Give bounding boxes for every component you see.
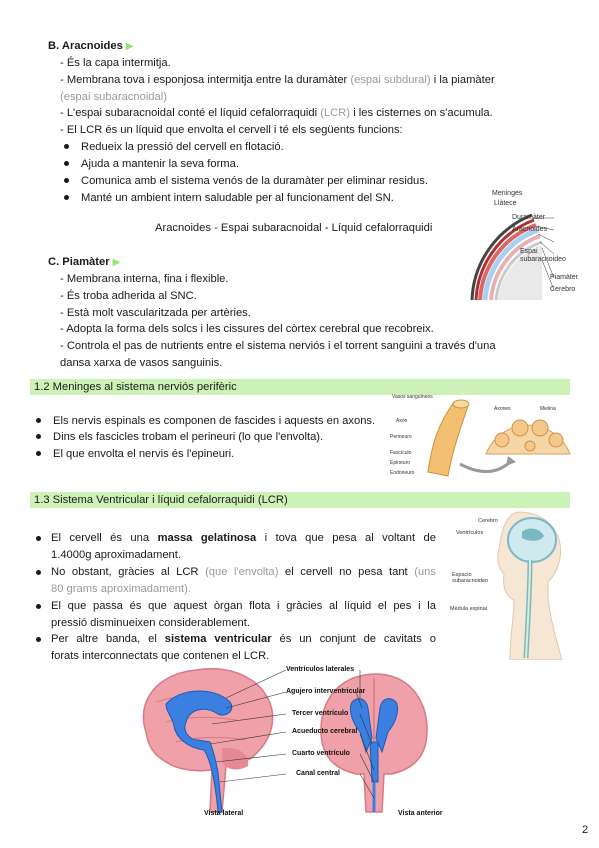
figure-label: Ventrículos <box>456 530 484 536</box>
figure-caption: Aracnoides - Espai subaracnoidal - Líqui… <box>155 222 433 234</box>
list-item: Redueix la pressió del cervell en flotac… <box>64 139 284 155</box>
list-item: Per altre banda, el sistema ventricular … <box>36 631 436 665</box>
list-item: El que envolta el nervis és l'epineuri. <box>36 446 234 462</box>
text-line: - Controla el pas de nutrients entre el … <box>60 340 496 352</box>
body-figure: Cerebro Ventrículos Espacio subaracnoide… <box>448 508 572 661</box>
triangle-icon: ▶ <box>125 41 134 52</box>
figure-label: Endoneuro <box>390 470 415 476</box>
text-line: dansa xarxa de vasos sanguinis. <box>60 357 223 369</box>
figure-label: Tercer ventrículo <box>292 710 349 717</box>
text-line: - Membrana tova i esponjosa intermitja e… <box>60 74 495 86</box>
figure-label: Cerebro <box>478 518 498 524</box>
figure-label: Espacio subaracnoideo <box>452 572 489 584</box>
figure-label: Duramàter <box>512 214 546 221</box>
figure-label: Acueducto cerebral <box>292 728 358 735</box>
figure-label: Vista lateral <box>204 810 244 817</box>
figure-label: Axón <box>396 418 408 424</box>
figure-label: Meninges <box>492 190 523 197</box>
figure-label: Piamàter <box>550 274 579 281</box>
text-line: - Membrana interna, fina i flexible. <box>60 273 229 285</box>
text-line: - Adopta la forma dels solcs i les cissu… <box>60 323 434 335</box>
figure-label: Espai subaracnoideo <box>520 248 566 263</box>
list-item: El que passa és que aquest òrgan flota i… <box>36 598 436 632</box>
figure-label: Perineuro <box>390 434 412 440</box>
aracnoides-heading: B. Aracnoides▶ <box>48 40 134 52</box>
text-line: - És la capa intermitja. <box>60 57 171 69</box>
list-item: Dins els fascicles trobam el perineuri (… <box>36 429 323 445</box>
text-line: (espai subaracnoidal) <box>60 91 167 103</box>
list-item: Comunica amb el sistema venós de la dura… <box>64 173 428 189</box>
ventricles-figure: Ventrículos laterales Agujero interventr… <box>126 662 472 818</box>
figure-label: Médula espinal <box>450 606 487 612</box>
text-line: - El LCR és un líquid que envolta el cer… <box>60 124 403 136</box>
list-item: Els nervis espinals es componen de fasci… <box>36 413 375 429</box>
figure-label: Axones <box>494 406 511 412</box>
figure-label: Vasos sanguíneos <box>392 394 433 400</box>
text-line: - Està molt vascularitzada per artèries. <box>60 307 251 319</box>
figure-label: Agujero interventricular <box>286 688 366 695</box>
list-item: El cervell és una massa gelatinosa i tov… <box>36 530 436 564</box>
page-number: 2 <box>582 824 589 836</box>
list-item: Manté un ambient intern saludable per al… <box>64 190 394 206</box>
list-item: Ajuda a mantenir la seva forma. <box>64 156 239 172</box>
nerve-figure: Vasos sanguíneos Axón Perineuro Fascícul… <box>390 394 572 480</box>
list-item: No obstant, gràcies al LCR (que l'envolt… <box>36 564 436 598</box>
figure-label: Fascículo <box>390 450 412 456</box>
section-heading-1-3: 1.3 Sistema Ventricular i líquid cefalor… <box>30 492 570 508</box>
figure-label: Vista anterior <box>398 810 443 817</box>
text-line: - És troba adherida al SNC. <box>60 290 197 302</box>
figure-label: Canal central <box>296 770 340 777</box>
figure-label: Ventrículos laterales <box>286 666 355 673</box>
meninges-figure: Meninges Llàtece Duramàter Aracnoides Es… <box>462 190 582 301</box>
triangle-icon: ▶ <box>112 257 121 268</box>
figure-label: Epineuro <box>390 460 411 466</box>
piamater-heading: C. Piamàter▶ <box>48 256 121 268</box>
figure-label: Cerebro <box>550 286 576 293</box>
text-line: - L'espai subaracnoidal conté el líquid … <box>60 107 493 119</box>
section-heading-1-2: 1.2 Meninges al sistema nerviós perifèri… <box>30 379 570 395</box>
figure-label: Llàtece <box>494 200 517 207</box>
figure-label: Mielina <box>540 406 556 412</box>
figure-label: Aracnoides <box>512 226 548 233</box>
figure-label: Cuarto ventrículo <box>292 750 350 757</box>
